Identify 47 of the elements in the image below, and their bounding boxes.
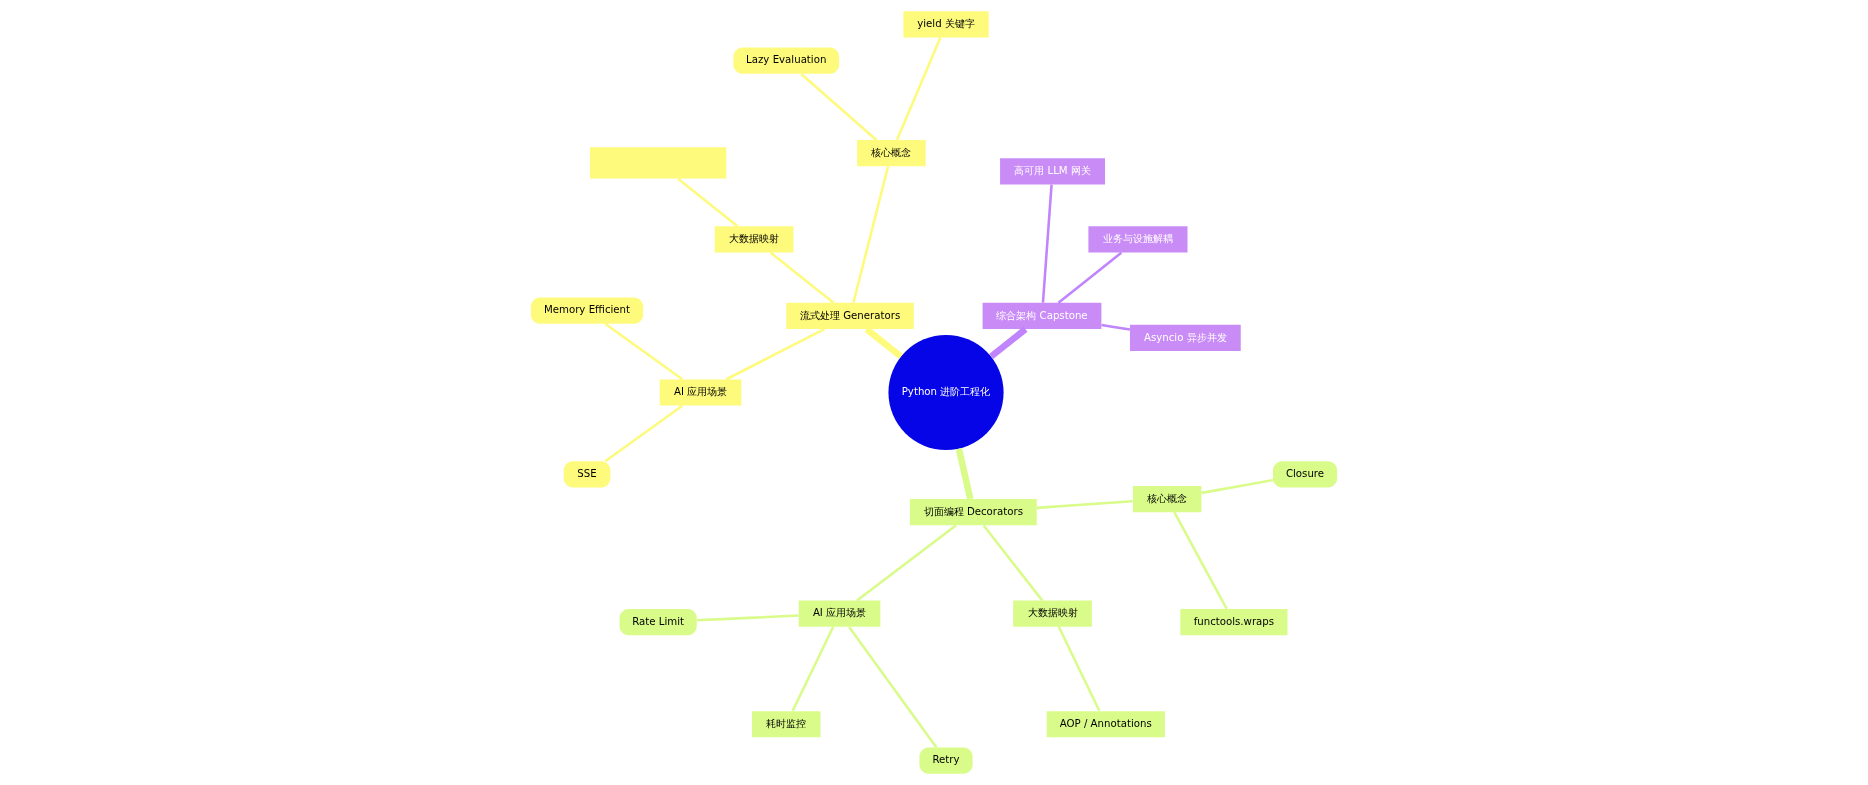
connector — [848, 626, 938, 749]
node-box: 核心概念 — [1132, 485, 1202, 513]
connector — [604, 404, 684, 463]
node-box: AI 应用场景 — [798, 600, 881, 627]
node-box: Memory Efficient — [530, 297, 644, 324]
node-box: 大数据映射 — [1013, 600, 1092, 627]
connector — [852, 166, 890, 303]
node-box — [590, 147, 727, 179]
connector — [864, 326, 903, 360]
connector — [677, 177, 739, 228]
connector — [1057, 626, 1101, 712]
connector — [1201, 478, 1274, 495]
connector — [989, 326, 1028, 360]
node-box: 切面编程 Decorators — [909, 499, 1037, 526]
node-box: Asyncio 异步并发 — [1129, 324, 1241, 351]
connector — [769, 251, 835, 304]
node-circle: Python 进阶工程化 — [888, 334, 1004, 451]
node-box: 大数据映射 — [714, 226, 794, 253]
connector — [697, 614, 799, 622]
connector — [800, 73, 878, 141]
node-box: 高可用 LLM 网关 — [1000, 158, 1105, 185]
connector — [982, 524, 1044, 602]
connector — [1041, 184, 1053, 303]
node-box: 综合架构 Capstone — [982, 302, 1102, 330]
connector — [856, 524, 957, 602]
connector — [1057, 251, 1123, 304]
node-box: 核心概念 — [857, 140, 926, 167]
node-box: Rate Limit — [619, 608, 697, 636]
node-box: yield 关键字 — [903, 11, 989, 38]
node-box: 流式处理 Generators — [786, 302, 914, 330]
connector — [1173, 511, 1228, 610]
connector — [955, 448, 974, 500]
node-box: Retry — [919, 747, 973, 774]
node-box: SSE — [563, 461, 611, 488]
node-box: 业务与设施解耦 — [1088, 226, 1188, 253]
node-box: AOP / Annotations — [1046, 711, 1165, 738]
node-box: AI 应用场景 — [659, 379, 742, 406]
connector — [604, 322, 684, 381]
node-box: Lazy Evaluation — [733, 47, 840, 74]
connector — [791, 626, 835, 712]
node-box: Closure — [1272, 461, 1338, 488]
node-box: functools.wraps — [1180, 608, 1288, 636]
connector — [1101, 323, 1131, 331]
node-box: 耗时监控 — [752, 711, 821, 738]
connector — [895, 37, 942, 141]
connector — [725, 328, 825, 381]
connector — [1036, 500, 1133, 510]
